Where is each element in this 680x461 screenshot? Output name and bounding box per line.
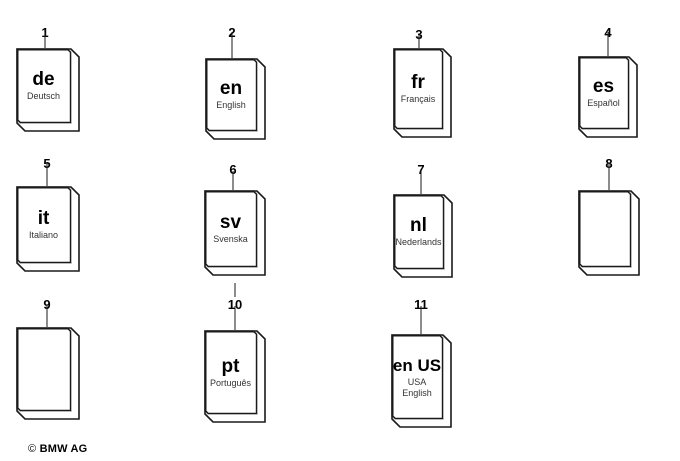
- leader-line-3: [418, 34, 420, 48]
- manual-book-8[interactable]: [578, 190, 640, 276]
- book-outline-8: [578, 190, 640, 276]
- book-outline-2: [205, 58, 266, 140]
- leader-line-7: [420, 170, 422, 194]
- book-outline-7: [393, 194, 453, 278]
- manual-book-9[interactable]: [16, 327, 80, 420]
- callout-number-10: 10: [227, 297, 243, 312]
- book-outline-11: [391, 334, 452, 428]
- callout-number-7: 7: [417, 163, 424, 176]
- book-outline-10: [204, 330, 266, 423]
- callout-number-11: 11: [414, 297, 428, 312]
- book-outline-1: [16, 48, 80, 132]
- leader-line-6: [232, 171, 234, 190]
- copyright-text: BMW AG: [39, 443, 88, 455]
- leader-line-5: [46, 163, 48, 186]
- book-outline-6: [204, 190, 266, 276]
- copyright-symbol: ©: [28, 443, 37, 455]
- leader-line-10a: [234, 283, 236, 297]
- book-outline-5: [16, 186, 80, 272]
- callout-number-9: 9: [43, 297, 51, 312]
- leader-line-1: [44, 32, 46, 48]
- copyright-footer: © BMW AG: [28, 443, 87, 455]
- callout-number-8: 8: [605, 157, 612, 170]
- leader-line-4: [607, 32, 609, 56]
- callout-number-6: 6: [229, 162, 237, 177]
- book-outline-3: [393, 48, 452, 138]
- leader-line-10b: [234, 306, 236, 330]
- leader-line-11: [420, 306, 422, 334]
- leader-line-9: [46, 306, 48, 327]
- book-outline-4: [578, 56, 638, 138]
- leader-line-8: [608, 164, 610, 190]
- book-outline-9: [16, 327, 80, 420]
- leader-line-2: [231, 32, 233, 58]
